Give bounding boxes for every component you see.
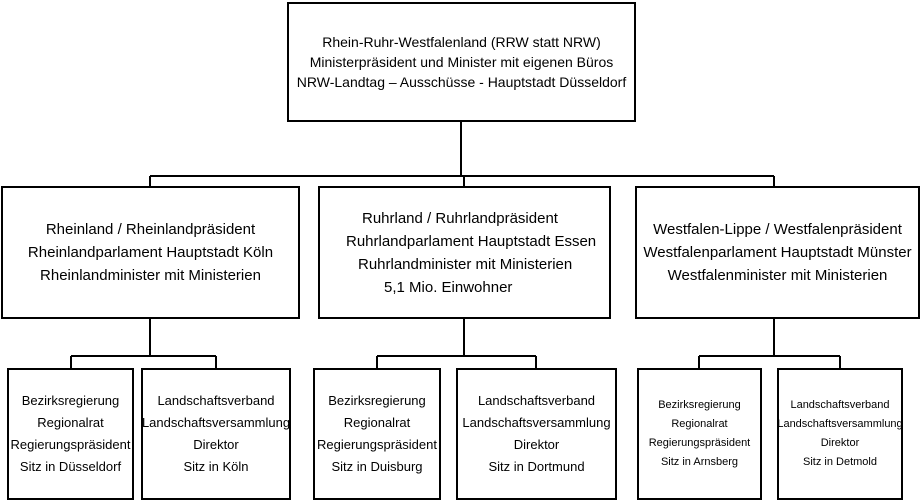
box-line: Sitz in Köln	[183, 459, 249, 474]
region-line: Rheinlandminister mit Ministerien	[40, 267, 261, 284]
box-line: Regierungspräsident	[648, 437, 751, 449]
region-line: Westfalenminister mit Ministerien	[667, 267, 888, 284]
box-line: Landschaftsverband	[790, 399, 890, 411]
box-line: Bezirksregierung	[328, 393, 426, 408]
box-line: Sitz in Düsseldorf	[19, 459, 122, 474]
region-line: Rheinlandparlament Hauptstadt Köln	[27, 244, 274, 261]
region-line: Westfalenparlament Hauptstadt Münster	[643, 244, 912, 261]
box-line: Regierungspräsident	[10, 437, 131, 452]
region-line: 5,1 Mio. Einwohner	[384, 278, 513, 296]
box-line: Regierungspräsident	[317, 437, 437, 452]
landschaftsverband-box-westfalen: Landschaftsverband Landschaftsversammlun…	[777, 368, 903, 500]
box-line: Regionalrat	[37, 415, 104, 430]
bezirksregierung-box-westfalen: Bezirksregierung Regionalrat Regierungsp…	[637, 368, 762, 500]
box-line: Direktor	[820, 437, 860, 449]
box-line: Bezirksregierung	[658, 399, 741, 411]
state-line-3: NRW-Landtag – Ausschüsse - Hauptstadt Dü…	[296, 74, 627, 90]
region-line: Westfalen-Lippe / Westfalenpräsident	[653, 221, 902, 238]
bezirksregierung-box-ruhrland: Bezirksregierung Regionalrat Regierungsp…	[313, 368, 441, 500]
box-line: Landschaftsversammlung	[462, 415, 611, 430]
box-line: Landschaftsversammlung	[777, 418, 903, 430]
region-line: Ruhrlandparlament Hauptstadt Essen	[346, 232, 597, 250]
state-line-1: Rhein-Ruhr-Westfalenland (RRW statt NRW)	[322, 34, 601, 50]
state-line-2: Ministerpräsident und Minister mit eigen…	[309, 54, 614, 70]
landschaftsverband-box-ruhrland: Landschaftsverband Landschaftsversammlun…	[456, 368, 617, 500]
state-box-rrw: Rhein-Ruhr-Westfalenland (RRW statt NRW)…	[287, 2, 636, 122]
region-line: Rheinland / Rheinlandpräsident	[45, 221, 256, 238]
box-line: Sitz in Duisburg	[331, 459, 423, 474]
box-line: Sitz in Dortmund	[488, 459, 585, 474]
region-line: Ruhrlandminister mit Ministerien	[358, 255, 573, 273]
landschaftsverband-box-rheinland: Landschaftsverband Landschaftsversammlun…	[141, 368, 291, 500]
box-line: Direktor	[193, 437, 239, 452]
box-line: Landschaftsverband	[157, 393, 275, 408]
region-box-ruhrland: Ruhrland / Ruhrlandpräsident Ruhrlandpar…	[318, 186, 611, 319]
box-line: Landschaftsversammlung	[141, 415, 291, 430]
box-line: Bezirksregierung	[21, 393, 120, 408]
box-line: Sitz in Arnsberg	[660, 456, 739, 468]
box-line: Direktor	[513, 437, 560, 452]
box-line: Sitz in Detmold	[803, 456, 877, 468]
box-line: Landschaftsverband	[477, 393, 596, 408]
region-box-westfalen: Westfalen-Lippe / Westfalenpräsident Wes…	[635, 186, 920, 319]
box-line: Regionalrat	[343, 415, 411, 430]
box-line: Regionalrat	[671, 418, 728, 430]
bezirksregierung-box-rheinland: Bezirksregierung Regionalrat Regierungsp…	[7, 368, 134, 500]
region-line: Ruhrland / Ruhrlandpräsident	[362, 209, 558, 227]
region-box-rheinland: Rheinland / Rheinlandpräsident Rheinland…	[1, 186, 300, 319]
